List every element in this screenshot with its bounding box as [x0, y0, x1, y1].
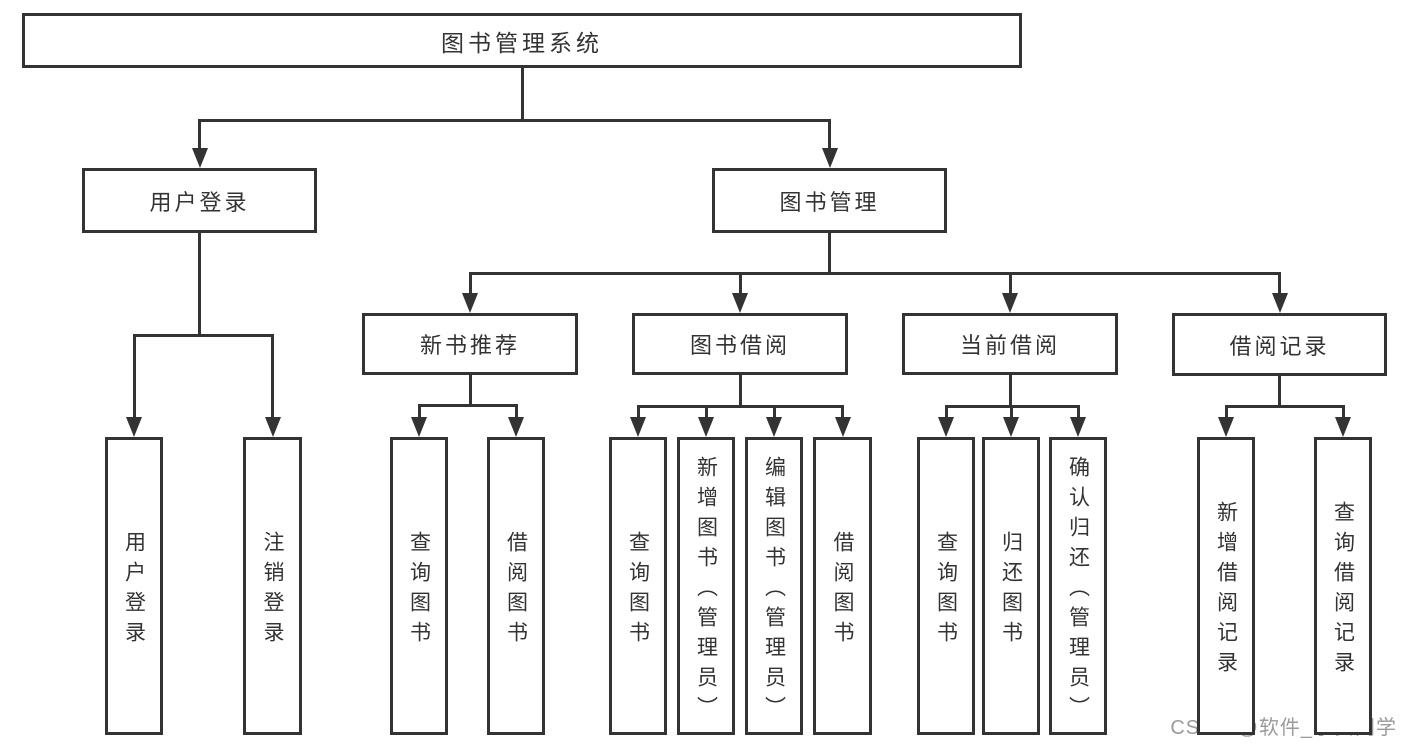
- connector-drop-book-borrow: [738, 273, 742, 295]
- node-label-cb-return-book: 归还图书: [999, 530, 1023, 651]
- node-login-user: 用户登录: [105, 437, 163, 735]
- connector-drop-login-logout: [271, 335, 274, 419]
- connector-branch-new-book-rec: [417, 403, 518, 407]
- arrow-into-book-mgmt: [821, 148, 838, 168]
- arrow-into-br-query-record: [1335, 417, 1351, 437]
- connector-drop-cb-query-book: [944, 406, 948, 419]
- node-label-login-user: 用户登录: [122, 530, 146, 651]
- connector-drop-rec-borrow-book: [514, 405, 518, 419]
- node-book-borrow: 图书借阅: [632, 313, 848, 375]
- node-book-mgmt: 图书管理: [712, 168, 947, 233]
- node-label-bb-edit-book: 编辑图书（管理员）: [762, 455, 786, 726]
- node-br-add-record: 新增借阅记录: [1197, 437, 1255, 735]
- arrow-into-rec-query-book: [411, 417, 427, 437]
- node-label-cb-confirm-return: 确认归还（管理员）: [1066, 455, 1090, 726]
- node-new-book-rec: 新书推荐: [362, 313, 578, 375]
- node-label-book-borrow: 图书借阅: [689, 333, 790, 358]
- node-user-login: 用户登录: [82, 168, 317, 233]
- connector-stem-borrow-record: [1278, 376, 1281, 406]
- connector-drop-book-mgmt: [828, 120, 831, 150]
- connector-stem-user-login: [198, 233, 201, 335]
- connector-stem-book-mgmt: [828, 233, 831, 273]
- arrow-into-borrow-record: [1271, 293, 1288, 313]
- arrow-into-cb-query-book: [938, 417, 954, 437]
- connector-drop-login-user: [132, 335, 136, 419]
- connector-drop-bb-edit-book: [772, 406, 776, 419]
- connector-branch-book-mgmt: [468, 271, 1281, 275]
- node-label-login-logout: 注销登录: [261, 530, 285, 651]
- node-label-br-query-record: 查询借阅记录: [1331, 500, 1355, 681]
- node-label-borrow-record: 借阅记录: [1229, 333, 1330, 359]
- node-label-rec-query-book: 查询图书: [407, 530, 431, 651]
- connector-drop-cb-return-book: [1009, 406, 1013, 419]
- arrow-into-new-book-rec: [462, 293, 478, 313]
- connector-drop-br-query-record: [1341, 406, 1345, 419]
- node-rec-borrow-book: 借阅图书: [487, 437, 545, 735]
- node-label-current-borrow: 当前借阅: [959, 333, 1060, 358]
- node-label-bb-query-book: 查询图书: [626, 530, 650, 651]
- connector-drop-bb-query-book: [636, 406, 640, 419]
- connector-drop-br-add-record: [1224, 406, 1228, 419]
- node-label-cb-query-book: 查询图书: [934, 530, 958, 651]
- node-label-user-login: 用户登录: [149, 189, 250, 215]
- connector-drop-borrow-record: [1278, 273, 1281, 295]
- node-root: 图书管理系统: [22, 13, 1022, 68]
- connector-branch-book-borrow: [636, 404, 844, 408]
- arrow-into-rec-borrow-book: [508, 417, 524, 437]
- arrow-into-br-add-record: [1218, 417, 1234, 437]
- connector-drop-new-book-rec: [468, 273, 472, 295]
- connector-branch-root: [198, 118, 831, 122]
- node-cb-query-book: 查询图书: [917, 437, 975, 735]
- connector-drop-current-borrow: [1008, 273, 1012, 295]
- arrow-into-cb-return-book: [1003, 417, 1019, 437]
- node-rec-query-book: 查询图书: [390, 437, 448, 735]
- connector-drop-bb-add-book: [704, 406, 708, 419]
- node-bb-edit-book: 编辑图书（管理员）: [745, 437, 803, 735]
- node-cb-return-book: 归还图书: [982, 437, 1040, 735]
- arrow-into-user-login: [191, 148, 208, 168]
- connector-branch-user-login: [132, 333, 274, 337]
- arrow-into-bb-edit-book: [766, 417, 782, 437]
- node-label-br-add-record: 新增借阅记录: [1214, 500, 1238, 681]
- arrow-into-login-logout: [264, 417, 281, 437]
- connector-drop-user-login: [198, 120, 201, 150]
- node-label-bb-borrow-book: 借阅图书: [831, 530, 855, 651]
- node-label-book-mgmt: 图书管理: [779, 189, 880, 215]
- connector-drop-bb-borrow-book: [841, 406, 844, 419]
- node-bb-borrow-book: 借阅图书: [813, 437, 872, 735]
- node-cb-confirm-return: 确认归还（管理员）: [1049, 437, 1107, 735]
- node-label-rec-borrow-book: 借阅图书: [504, 530, 528, 651]
- connector-branch-borrow-record: [1224, 404, 1345, 408]
- connector-drop-cb-confirm-return: [1076, 406, 1080, 419]
- arrow-into-bb-add-book: [698, 417, 714, 437]
- connector-stem-book-borrow: [738, 375, 742, 406]
- arrow-into-book-borrow: [732, 293, 748, 313]
- connector-stem-current-borrow: [1008, 375, 1012, 406]
- node-login-logout: 注销登录: [243, 437, 302, 735]
- arrow-into-login-user: [126, 417, 142, 437]
- arrow-into-cb-confirm-return: [1070, 417, 1086, 437]
- connector-stem-new-book-rec: [468, 375, 472, 405]
- connector-drop-rec-query-book: [417, 405, 421, 419]
- node-label-root: 图书管理系统: [441, 29, 603, 56]
- node-current-borrow: 当前借阅: [902, 313, 1118, 375]
- node-label-bb-add-book: 新增图书（管理员）: [694, 455, 718, 726]
- connector-stem-root: [520, 68, 524, 120]
- arrow-into-bb-query-book: [630, 417, 646, 437]
- node-borrow-record: 借阅记录: [1172, 313, 1387, 376]
- arrow-into-bb-borrow-book: [834, 417, 851, 437]
- node-bb-query-book: 查询图书: [609, 437, 667, 735]
- arrow-into-current-borrow: [1002, 293, 1018, 313]
- node-label-new-book-rec: 新书推荐: [419, 333, 520, 358]
- node-br-query-record: 查询借阅记录: [1314, 437, 1372, 735]
- node-bb-add-book: 新增图书（管理员）: [677, 437, 735, 735]
